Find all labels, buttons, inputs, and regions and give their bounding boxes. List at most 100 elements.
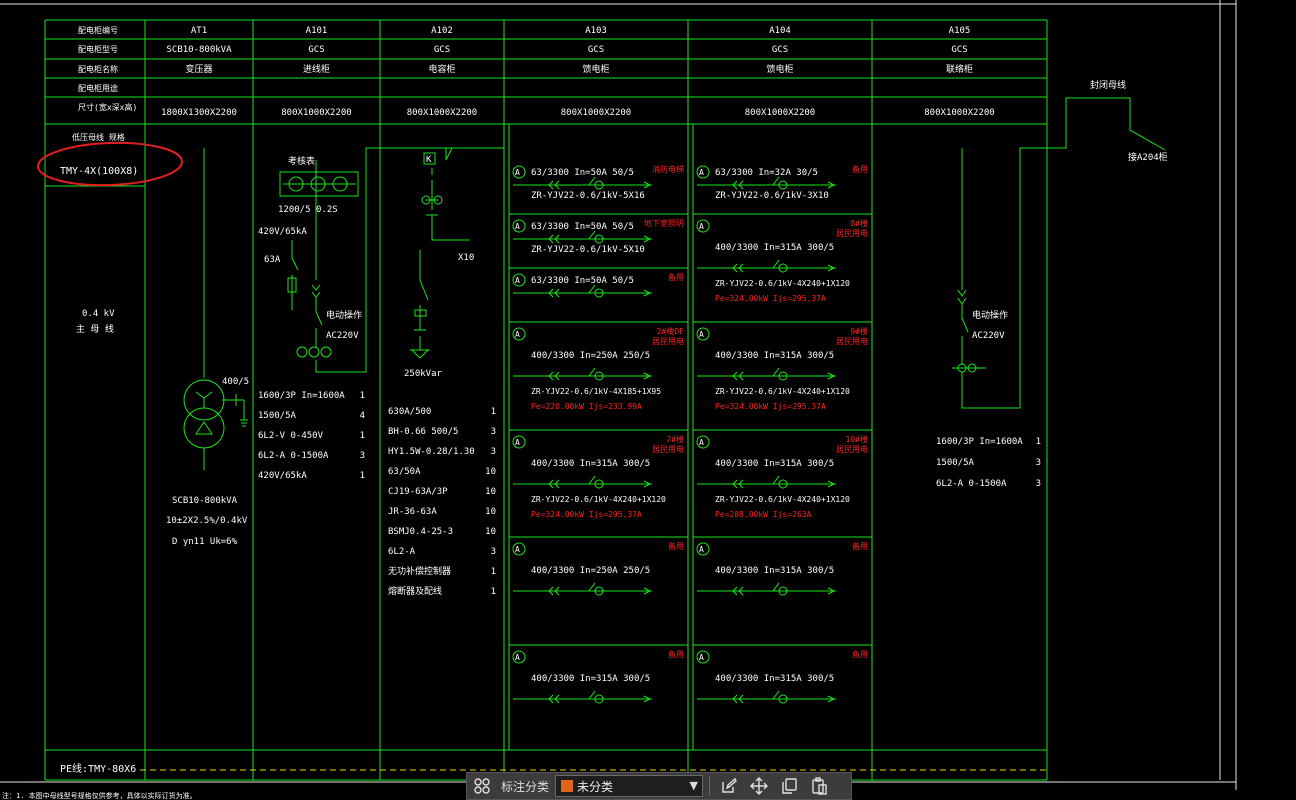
tie-interlock: 电动操作	[972, 309, 1008, 321]
cell-A102-id: A102	[431, 26, 453, 36]
category-color-swatch	[561, 780, 574, 792]
a103-ammeter-1: A	[515, 222, 520, 231]
annotation-toolbar: 标注分类 未分类 ▼	[466, 772, 852, 800]
incoming-arrester: 420V/65kA	[258, 227, 307, 237]
cell-A105-name: 联络柜	[946, 63, 973, 75]
a103-name-6-0: 备用	[668, 649, 684, 659]
a104-name-5-0: 备用	[852, 649, 868, 659]
row-label-3: 配电柜用途	[78, 83, 118, 93]
main-bus-label: 主 母 线	[76, 323, 114, 335]
busbar-spec-text: TMY-4X(100X8)	[60, 166, 138, 177]
a104-ammeter-3: A	[699, 438, 704, 447]
copy-button[interactable]	[774, 773, 804, 799]
a103-name-4-1: 居民用电	[652, 444, 684, 454]
paste-button[interactable]	[804, 773, 834, 799]
incoming-material-qty-2: 1	[360, 431, 365, 441]
row-label-1: 配电柜型号	[78, 44, 118, 54]
copy-icon	[782, 778, 797, 794]
cell-A103-id: A103	[585, 26, 607, 36]
a103-breaker-5: 400/3300 In=250A 250/5	[531, 566, 650, 576]
a103-breaker-6: 400/3300 In=315A 300/5	[531, 674, 650, 684]
transformer-ratio: 10±2X2.5%/0.4kV	[166, 516, 248, 526]
a103-ammeter-6: A	[515, 653, 520, 662]
capacitor-material-qty-8: 1	[491, 567, 496, 577]
a104-ammeter-1: A	[699, 222, 704, 231]
row-label-2: 配电柜名称	[78, 64, 118, 74]
category-select[interactable]: 未分类 ▼	[555, 775, 704, 797]
cell-A103-model: GCS	[588, 45, 604, 55]
bottom-note: 注：1. 本图中母线型号规格仅供参考，具体以实际订货为准。	[2, 791, 197, 800]
capacitor-k-label: K	[426, 155, 432, 165]
edit-icon	[722, 777, 737, 793]
cell-A102-size: 800X1000X2200	[407, 108, 477, 118]
cell-A101-id: A101	[306, 26, 328, 36]
connect-label: 接A204柜	[1128, 151, 1168, 163]
incoming-material-qty-3: 3	[360, 451, 365, 461]
cell-A101-model: GCS	[308, 45, 324, 55]
a103-ammeter-2: A	[515, 276, 520, 285]
a103-name-4-0: 7#楼	[666, 434, 684, 444]
a104-breaker-3: 400/3300 In=315A 300/5	[715, 459, 834, 469]
a103-name-3-1: 居民用电	[652, 336, 684, 346]
annotation-circle[interactable]	[37, 141, 183, 188]
cell-A104-size: 800X1000X2200	[745, 108, 815, 118]
a103-ammeter-5: A	[515, 545, 520, 554]
cell-A103-name: 馈电柜	[582, 63, 609, 75]
move-button[interactable]	[744, 773, 774, 799]
a103-name-5-0: 备用	[668, 541, 684, 551]
capacitor-x10: X10	[458, 253, 474, 263]
cell-A104-model: GCS	[772, 45, 788, 55]
a103-name-3-0: 2#楼DF	[657, 326, 684, 336]
tie-material-spec-2: 6L2-A 0-1500A	[936, 479, 1007, 489]
a104-breaker-4: 400/3300 In=315A 300/5	[715, 566, 834, 576]
row-label-4: 尺寸(宽x深x高)	[78, 102, 137, 112]
main-bus-voltage: 0.4 kV	[82, 309, 115, 319]
a104-name-0-0: 备用	[852, 164, 868, 174]
incoming-meter-label: 考核表	[288, 155, 315, 167]
cell-A105-id: A105	[949, 26, 971, 36]
a104-ammeter-5: A	[699, 653, 704, 662]
a104-breaker-1: 400/3300 In=315A 300/5	[715, 243, 834, 253]
toolbar-label: 标注分类	[501, 779, 550, 794]
cell-A103-size: 800X1000X2200	[561, 108, 631, 118]
a104-load-1: Pe=324.00kW Ijs=295.37A	[715, 294, 826, 303]
cell-A102-model: GCS	[434, 45, 450, 55]
chevron-down-icon: ▼	[689, 779, 699, 792]
a103-breaker-4: 400/3300 In=315A 300/5	[531, 459, 650, 469]
incoming-material-spec-0: 1600/3P In=1600A	[258, 391, 345, 401]
tie-material-qty-1: 3	[1036, 458, 1041, 468]
incoming-material-qty-1: 4	[360, 411, 365, 421]
a103-ammeter-0: A	[515, 168, 520, 177]
capacitor-k-box	[423, 152, 436, 165]
tie-interlock-v: AC220V	[972, 331, 1005, 341]
a104-breaker-2: 400/3300 In=315A 300/5	[715, 351, 834, 361]
a104-name-1-1: 居民用电	[836, 228, 868, 238]
incoming-ct-class: 0.2S	[316, 205, 338, 215]
a103-breaker-2: 63/3300 In=50A 50/5	[531, 276, 634, 286]
a104-name-3-1: 居民用电	[836, 444, 868, 454]
pe-line-spec: PE线:TMY-80X6	[60, 762, 136, 775]
a103-name-2-0: 备用	[668, 272, 684, 282]
incoming-ct: 1200/5	[278, 205, 311, 215]
a103-load-4: Pe=324.00kW Ijs=295.37A	[531, 510, 642, 519]
tie-material-spec-1: 1500/5A	[936, 458, 975, 468]
a103-breaker-1: 63/3300 In=50A 50/5	[531, 222, 634, 232]
grid-apps-button[interactable]	[467, 773, 497, 799]
toolbar-divider	[709, 776, 711, 796]
a104-breaker-5: 400/3300 In=315A 300/5	[715, 674, 834, 684]
edit-button[interactable]	[714, 773, 744, 799]
a103-cable-3: ZR-YJV22-0.6/1kV-4X185+1X95	[531, 387, 661, 396]
cell-A101-name: 进线柜	[303, 63, 330, 75]
a104-load-3: Pe=288.00kW Ijs=263A	[715, 510, 812, 519]
incoming-fuse: 63A	[264, 255, 281, 265]
capacitor-material-spec-7: 6L2-A	[388, 547, 416, 557]
a104-cable-2: ZR-YJV22-0.6/1kV-4X240+1X120	[715, 387, 850, 396]
paste-icon	[812, 777, 827, 795]
move-icon	[750, 777, 769, 795]
tie-material-spec-0: 1600/3P In=1600A	[936, 437, 1023, 447]
capacitor-material-spec-3: 63/50A	[388, 467, 421, 477]
cell-A104-id: A104	[769, 26, 791, 36]
